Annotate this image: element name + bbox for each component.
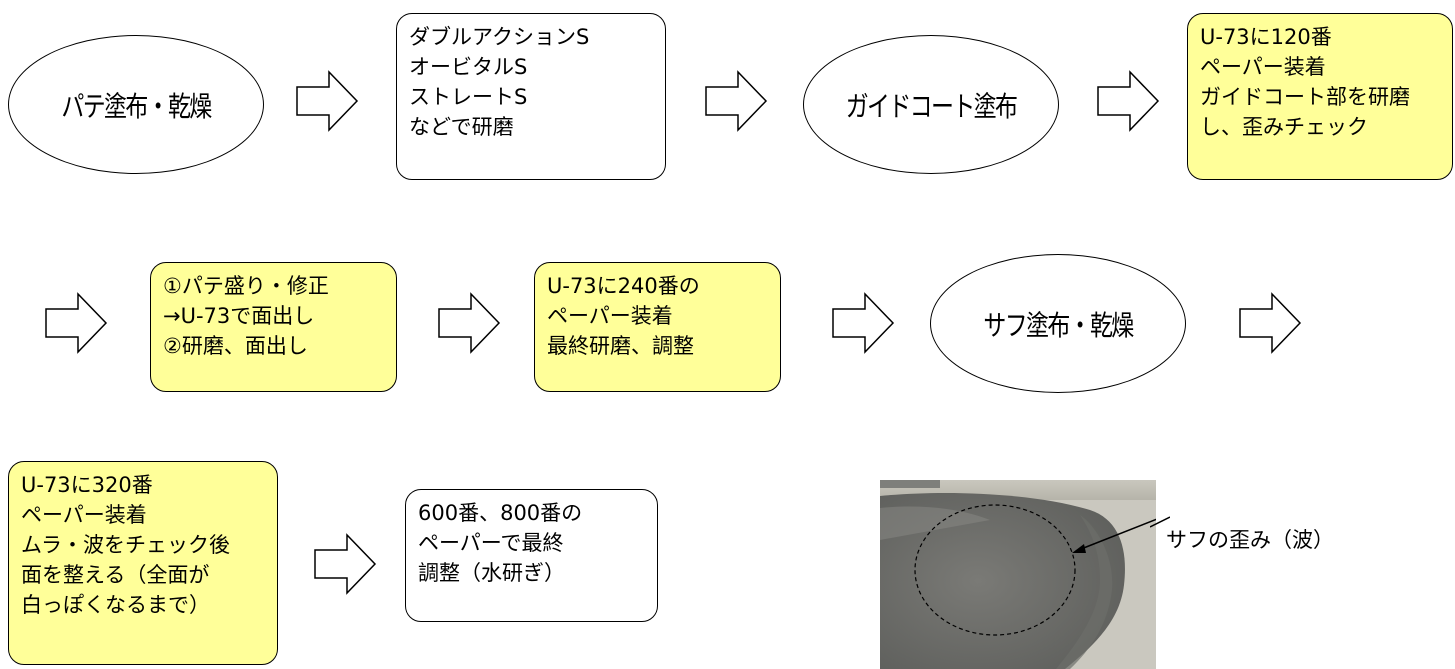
line: U-73に120番 — [1200, 25, 1332, 49]
step-120-sanding: U-73に120番 ペーパー装着 ガイドコート部を研磨 し、歪みチェック — [1187, 13, 1453, 180]
arrow-2 — [705, 71, 767, 131]
line: ①パテ盛り・修正 — [163, 274, 329, 298]
step-surfacer-apply-label: サフ塗布・乾燥 — [983, 308, 1134, 342]
surfacer-distortion-photo — [880, 480, 1156, 669]
step-guide-coat: ガイドコート塗布 — [803, 35, 1059, 174]
arrow-8 — [314, 534, 376, 594]
arrow-4 — [45, 293, 107, 353]
step-final-wet-sanding: 600番、800番の ペーパーで最終 調整（水研ぎ） — [405, 489, 658, 622]
step-putty-apply-label: パテ塗布・乾燥 — [61, 89, 212, 123]
line: U-73に240番の — [547, 274, 700, 298]
arrow-6 — [832, 293, 894, 353]
arrow-7 — [1239, 293, 1301, 353]
line: などで研磨 — [409, 115, 514, 139]
line: ペーパー装着 — [547, 304, 673, 328]
step-putty-apply: パテ塗布・乾燥 — [8, 35, 264, 174]
line: ②研磨、面出し — [163, 334, 308, 358]
step-putty-fix: ①パテ盛り・修正 →U-73で面出し ②研磨、面出し — [150, 262, 397, 392]
line: 面を整える（全面が — [21, 563, 210, 587]
line: オービタルS — [409, 55, 528, 79]
line: 白っぽくなるまで） — [21, 593, 210, 617]
step-surfacer-apply: サフ塗布・乾燥 — [930, 254, 1186, 393]
line: 最終研磨、調整 — [547, 334, 694, 358]
line: ペーパー装着 — [1200, 55, 1326, 79]
step-320-sanding: U-73に320番 ペーパー装着 ムラ・波をチェック後 面を整える（全面が 白っ… — [8, 461, 278, 665]
line: ガイドコート部を研磨 — [1200, 85, 1410, 109]
step-240-sanding: U-73に240番の ペーパー装着 最終研磨、調整 — [534, 262, 781, 392]
step-guide-coat-label: ガイドコート塗布 — [845, 89, 1018, 123]
line: し、歪みチェック — [1200, 115, 1368, 139]
callout-label: サフの歪み（波） — [1166, 528, 1334, 552]
arrow-1 — [296, 71, 358, 131]
arrow-5 — [438, 293, 500, 353]
line: U-73に320番 — [21, 473, 153, 497]
line: ストレートS — [409, 85, 528, 109]
line: ペーパーで最終 — [418, 531, 564, 555]
line: →U-73で面出し — [163, 304, 315, 328]
line: 600番、800番の — [418, 501, 583, 525]
callout-line — [1150, 516, 1170, 528]
line: ペーパー装着 — [21, 503, 147, 527]
step-sanding-tools: ダブルアクションS オービタルS ストレートS などで研磨 — [396, 13, 666, 180]
line: ダブルアクションS — [409, 25, 590, 49]
line: 調整（水研ぎ） — [418, 561, 565, 585]
arrow-3 — [1097, 71, 1159, 131]
line: ムラ・波をチェック後 — [21, 533, 230, 557]
